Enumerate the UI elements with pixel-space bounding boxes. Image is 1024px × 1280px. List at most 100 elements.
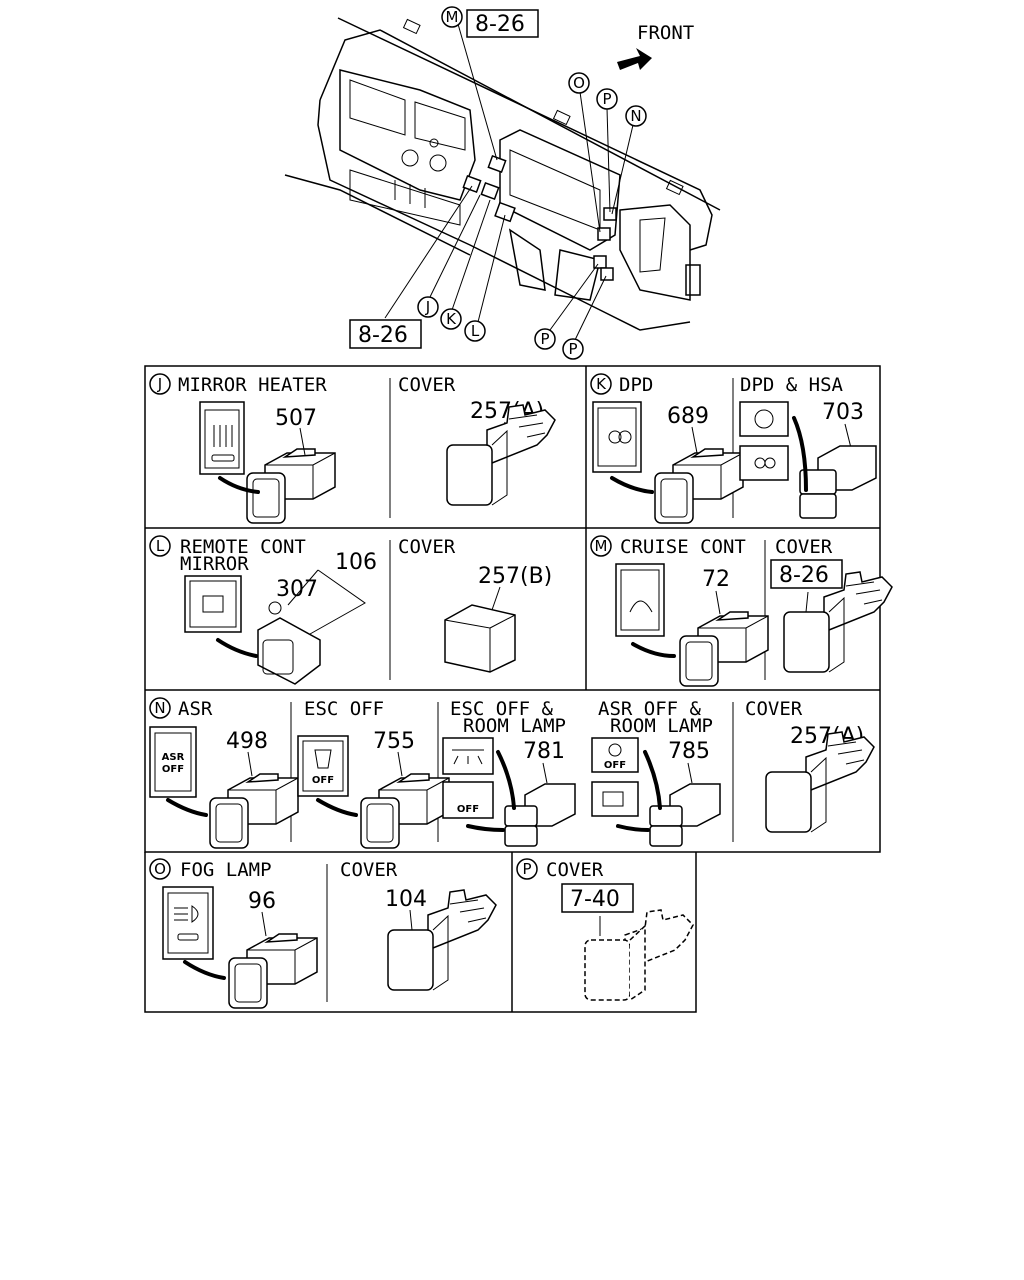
panel-p-title: COVER [546,859,604,881]
part-781: 781 [523,739,565,764]
panel-j-cover: COVER 257(A) [398,374,556,506]
cruise-icon [615,563,665,637]
panel-l-title1: REMOTE CONT [180,536,306,558]
part-689: 689 [667,404,709,429]
escroom-badge: OFF [457,804,479,815]
dpd-hsa-icon [739,445,789,481]
panel-j-letter: J [157,375,162,393]
svg-text:P: P [568,340,577,358]
ref-7-40: 7-40 [570,887,620,912]
mirror-heater-icon [199,401,245,475]
switch-96 [228,933,318,1009]
panel-l-title2: MIRROR [180,553,249,575]
panel-l-cover-title: COVER [398,536,456,558]
panel-m-title: CRUISE CONT [620,536,746,558]
panel-m-cover: COVER 8-26 [770,536,893,673]
part-507: 507 [275,406,317,431]
switch-72 [679,611,769,687]
panel-n-letter: N [154,699,165,717]
mirror-control-icon [184,575,242,633]
dashboard-overview [284,17,721,341]
panel-m-letter: M [595,537,608,555]
panel-n-esc-room: ESC OFF & ROOM LAMP OFF 781 [442,698,576,847]
svg-text:M: M [446,8,459,26]
cover-dashed-p [584,909,694,1001]
panel-n-escroom-title2: ROOM LAMP [463,715,566,737]
fog-lamp-icon [162,886,214,960]
panel-o-cover-title: COVER [340,859,398,881]
part-755: 755 [373,729,415,754]
svg-text:P: P [602,90,611,108]
svg-text:P: P [540,330,549,348]
svg-text:J: J [425,298,430,316]
panel-n-asrroom-title2: ROOM LAMP [610,715,713,737]
callout-k: K [440,308,462,330]
ref-box-bottom [349,319,422,349]
callout-n: N [625,105,647,127]
panel-l-cover: COVER 257(B) [398,536,552,673]
panel-o-fog: O FOG LAMP 96 [149,858,318,1009]
panel-l-letter: L [156,537,165,555]
part-257b: 257(B) [478,564,552,589]
ref-8-26-m: 8-26 [779,563,829,588]
asr-badge-1: ASR [162,752,185,763]
part-785: 785 [668,739,710,764]
panel-k-title: DPD [619,374,653,396]
dpd-icon [592,401,642,473]
svg-text:N: N [630,107,641,125]
panel-k-dpd-hsa: DPD & HSA 703 [739,374,877,519]
hsa-icon [739,401,789,437]
part-703: 703 [822,400,864,425]
part-96: 96 [248,889,276,914]
callout-p3: P [562,338,584,360]
panel-k-hsa-title: DPD & HSA [740,374,844,396]
asr-badge-2: OFF [162,764,184,775]
panel-n-cover: COVER 257(A) [745,698,875,833]
switch-755 [360,773,450,849]
panel-n-asr-room: ASR OFF & ROOM LAMP OFF 785 [591,698,721,847]
callout-j: J [417,296,439,318]
switch-689 [654,448,744,524]
panel-j-mirror-heater: J MIRROR HEATER 507 [149,373,336,524]
svg-text:K: K [446,310,457,328]
panel-grid [144,365,881,1013]
panel-n-cover-title: COVER [745,698,803,720]
switch-507 [246,448,336,524]
panel-j-cover-title: COVER [398,374,456,396]
svg-text:O: O [573,74,585,92]
panel-n-title: ASR [178,698,213,720]
part-307: 307 [276,577,318,602]
part-72: 72 [702,567,730,592]
ref-box-top [466,9,539,38]
callout-p: P [596,88,618,110]
panel-n-asrroom-title1: ASR OFF & [598,698,702,720]
callout-l: L [464,320,486,342]
panel-o-title: FOG LAMP [180,859,272,881]
asrroom-badge: OFF [604,760,626,771]
callout-o: O [568,72,590,94]
ref-bottom: 8-26 [358,323,408,348]
part-104: 104 [385,887,427,912]
front-arrow-icon [617,48,652,70]
esc-badge: OFF [312,775,334,786]
panel-m-cover-title: COVER [775,536,833,558]
callout-p2: P [534,328,556,350]
panel-p-cover: P COVER 7-40 [516,858,694,1001]
part-498: 498 [226,729,268,754]
svg-text:L: L [471,322,480,340]
panel-n-esc: ESC OFF OFF 755 [297,698,450,849]
front-label: FRONT [637,22,694,44]
switch-498 [209,773,299,849]
callout-m: M [441,6,463,28]
part-106: 106 [335,550,377,575]
panel-n-escroom-title1: ESC OFF & [450,698,554,720]
panel-p-letter: P [522,860,531,878]
panel-l-remote-mirror: L REMOTE CONT MIRROR 106 307 [149,535,377,685]
panel-m-cruise: M CRUISE CONT 72 [590,535,769,687]
panel-o-cover: COVER 104 [340,859,497,991]
ref-top: 8-26 [475,12,525,37]
panel-n-esc-title: ESC OFF [304,698,384,720]
panel-n-asr: N ASR ASR OFF 498 [149,697,299,849]
panel-k-letter: K [596,375,607,393]
